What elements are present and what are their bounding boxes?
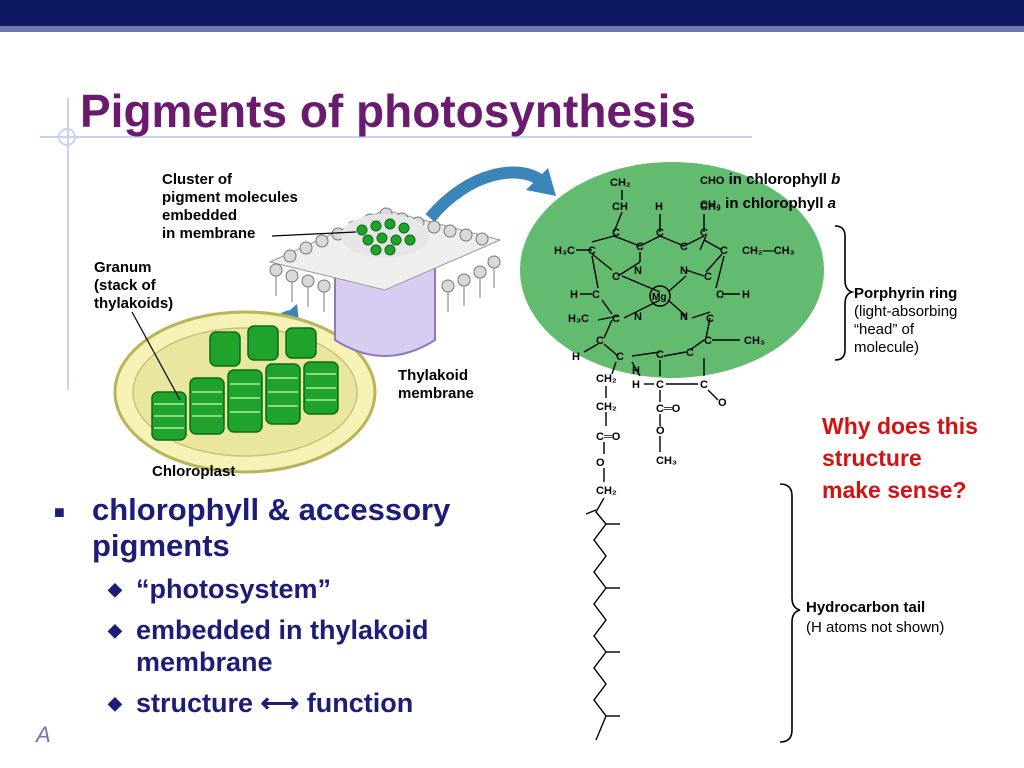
porphyrin-ring-label: Porphyrin ring (light-absorbing “head” o… <box>854 285 962 356</box>
chlorophyll-a-label: CH₃ in chlorophyll a <box>700 195 836 212</box>
svg-text:CH₃: CH₃ <box>656 455 677 467</box>
granum-label: Granum (stack of thylakoids) <box>94 259 173 312</box>
svg-text:C: C <box>720 245 728 257</box>
svg-text:C: C <box>656 227 664 239</box>
square-bullet-icon: ■ <box>54 502 65 522</box>
svg-text:H: H <box>570 289 578 301</box>
arrow-to-molecule <box>425 166 544 222</box>
thylakoid-label: Thylakoid membrane <box>398 367 474 402</box>
svg-text:C: C <box>716 289 724 301</box>
svg-text:C: C <box>612 227 620 239</box>
chloroplast-drawing <box>113 310 377 474</box>
hydrocarbon-tail-label: Hydrocarbon tail (H atoms not shown) <box>806 599 944 636</box>
svg-text:C: C <box>680 241 688 253</box>
svg-text:C: C <box>704 271 712 283</box>
svg-text:N: N <box>680 311 688 323</box>
svg-text:H₃C: H₃C <box>568 313 589 325</box>
svg-text:N: N <box>634 311 642 323</box>
slide-title: Pigments of photosynthesis <box>80 85 696 137</box>
porphyrin-bracket <box>834 225 855 361</box>
tail-methyl-branches <box>585 509 620 717</box>
svg-text:C: C <box>700 379 708 391</box>
porphyrin-highlight <box>520 162 824 378</box>
leader-lines <box>131 231 357 401</box>
hydrocarbon-tail <box>593 497 607 741</box>
svg-text:C═O: C═O <box>596 431 621 443</box>
svg-text:C: C <box>612 313 620 325</box>
svg-text:N: N <box>634 265 642 277</box>
svg-text:C: C <box>588 245 596 257</box>
svg-text:C: C <box>706 313 714 325</box>
svg-text:H₃C: H₃C <box>554 245 575 257</box>
porphyrin-ring-structure: CH₂ CH H CH₃ H₃C C C C C C C C CH₂—CH₃ C… <box>554 177 795 497</box>
svg-text:C: C <box>656 379 664 391</box>
svg-text:C: C <box>612 271 620 283</box>
diamond-bullet-icon: ◆ <box>108 620 122 640</box>
footer-letter: A <box>36 722 51 747</box>
bullet-sub-photosystem: ◆ “photosystem” <box>108 574 332 604</box>
bullet-sub-structure: ◆ structure ⟷ function <box>108 688 414 718</box>
bullet-main: ■ chlorophyll & accessory pigments <box>54 492 451 563</box>
svg-text:C: C <box>616 351 624 363</box>
svg-text:C: C <box>686 347 694 359</box>
cluster-label: Cluster of pigment molecules embedded in… <box>162 171 302 242</box>
decorative-vertical-line <box>67 98 69 390</box>
diamond-bullet-icon: ◆ <box>108 693 122 713</box>
crosshair-ornament <box>58 128 76 146</box>
decorative-horizontal-line <box>40 136 752 138</box>
chloroplast-label: Chloroplast <box>152 463 235 480</box>
tail-bracket <box>779 483 801 743</box>
svg-text:C: C <box>592 289 600 301</box>
diamond-bullet-icon: ◆ <box>108 579 122 599</box>
thylakoid-membrane-drawing <box>268 207 502 357</box>
svg-text:CH₂: CH₂ <box>610 177 631 189</box>
svg-text:C═O: C═O <box>656 403 681 415</box>
svg-text:CH: CH <box>612 201 628 213</box>
top-bar-accent <box>0 26 1024 32</box>
svg-text:N: N <box>680 265 688 277</box>
question-text: Why does this structure make sense? <box>822 413 978 503</box>
svg-text:H: H <box>632 379 640 391</box>
svg-text:CH₂: CH₂ <box>596 485 617 497</box>
svg-text:O: O <box>656 425 665 437</box>
svg-text:C: C <box>636 241 644 253</box>
svg-text:H: H <box>572 351 580 363</box>
svg-text:O: O <box>596 457 605 469</box>
svg-text:C: C <box>656 349 664 361</box>
bullet-list: ■ chlorophyll & accessory pigments ◆ “ph… <box>54 492 534 719</box>
svg-text:C: C <box>700 227 708 239</box>
chlorophyll-b-label: CHO in chlorophyll b <box>700 171 840 188</box>
svg-text:C: C <box>596 335 604 347</box>
svg-text:CH₂—CH₃: CH₂—CH₃ <box>742 245 795 257</box>
svg-text:O: O <box>718 397 727 409</box>
svg-text:H: H <box>655 201 663 213</box>
svg-text:CH₂: CH₂ <box>596 373 617 385</box>
svg-text:H: H <box>742 289 750 301</box>
svg-text:CH₃: CH₃ <box>744 335 765 347</box>
svg-text:CH₂: CH₂ <box>596 401 617 413</box>
svg-text:CH₃: CH₃ <box>700 201 721 213</box>
svg-text:Mg: Mg <box>652 292 666 303</box>
svg-text:C: C <box>704 335 712 347</box>
top-bar <box>0 0 1024 26</box>
bullet-sub-embedded: ◆ embedded in thylakoid membrane <box>108 615 429 677</box>
svg-text:H: H <box>632 365 640 377</box>
